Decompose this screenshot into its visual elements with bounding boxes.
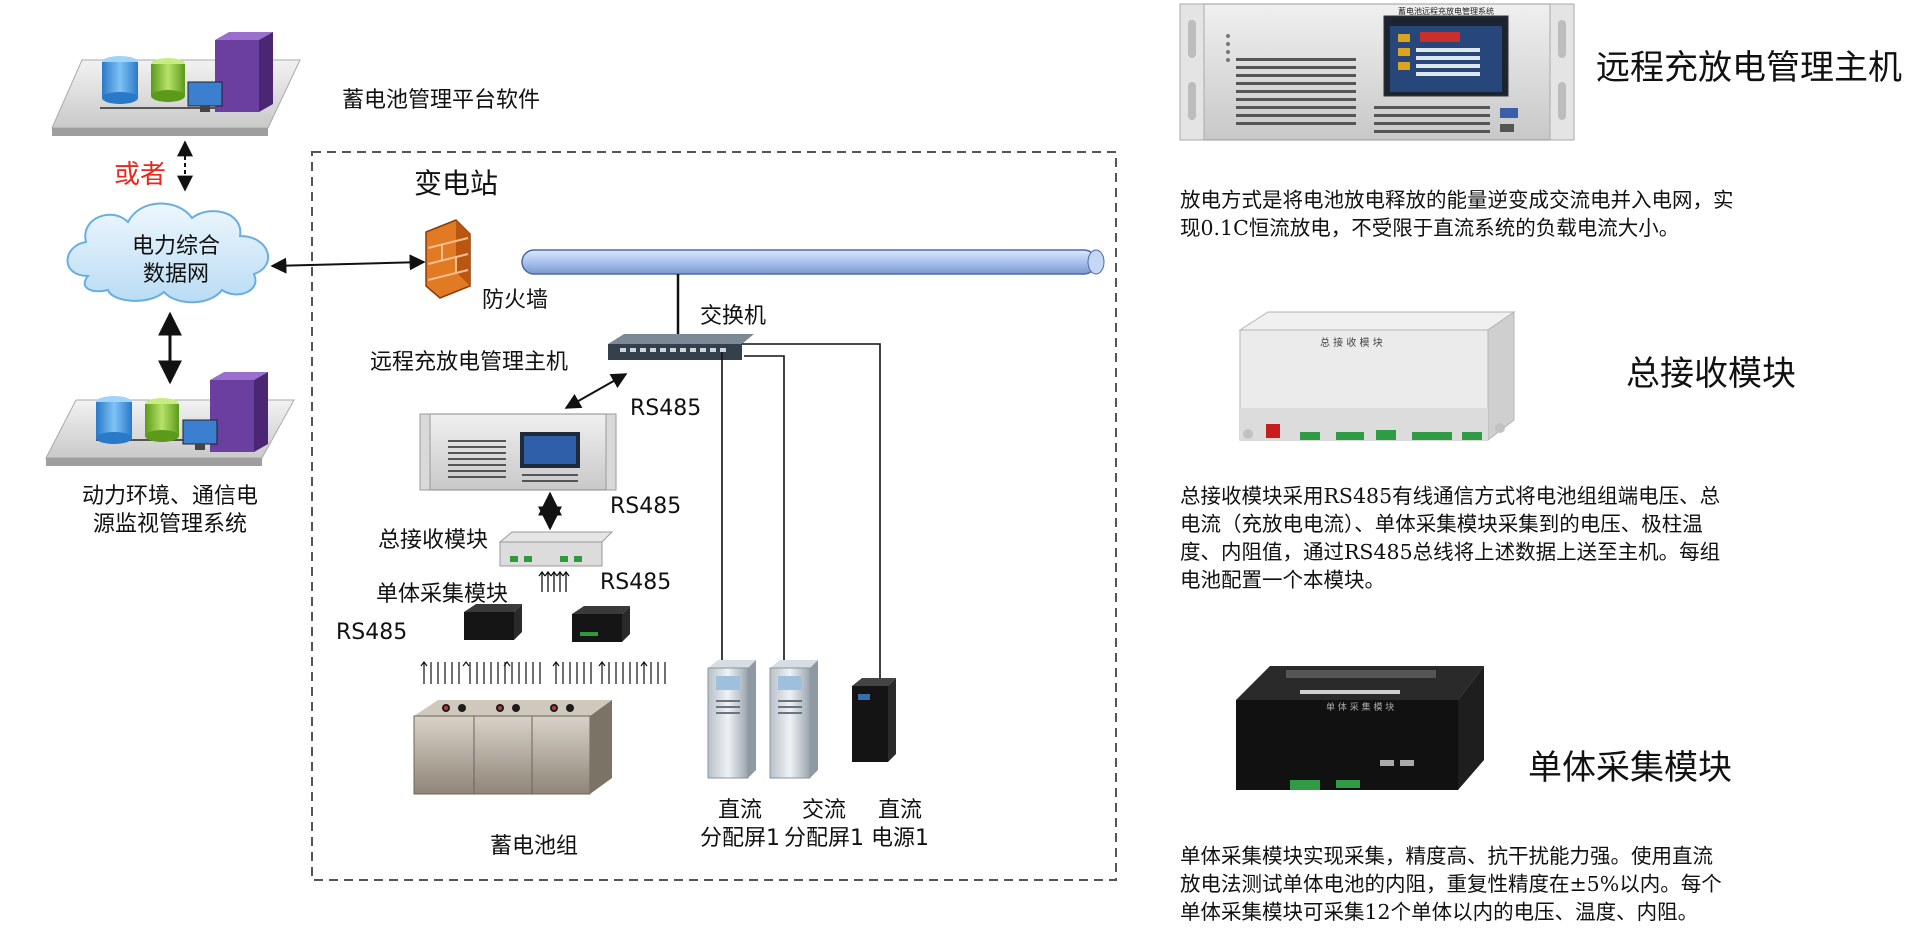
monitor-system-label-line1: 动力环境、通信电 [81, 484, 258, 509]
firewall-label: 防火墙 [482, 288, 549, 313]
receiver-wires [538, 570, 570, 592]
receiver-label: 总接收模块 [378, 528, 489, 553]
cloud-label-line2: 数据网 [142, 262, 209, 287]
host-photo [1179, 3, 1575, 141]
receiver-device-icon [498, 531, 614, 567]
host-label: 远程充放电管理主机 [370, 350, 569, 375]
collector-title: 单体采集模块 [1528, 748, 1732, 788]
cloud-firewall-arrow [270, 254, 426, 274]
collector-device-icon-2 [572, 606, 630, 642]
receiver-title: 总接收模块 [1626, 354, 1796, 394]
switch-icon [608, 334, 754, 360]
receiver-photo-label: 总 接 收 模 块 [1320, 338, 1383, 349]
substation-boundary [311, 151, 1117, 881]
collector-description: 单体采集模块实现采集，精度高、抗干扰能力强。使用直流 放电法测试单体电池的内阻，… [1180, 842, 1870, 926]
dc-power-label-line2: 电源1 [871, 826, 929, 851]
switch-label: 交换机 [700, 304, 767, 329]
rs485-host-receiver-label: RS485 [610, 494, 682, 519]
host-title: 远程充放电管理主机 [1596, 48, 1902, 88]
host-switch-arrow [564, 373, 628, 409]
receiver-desc-line: 总接收模块采用RS485有线通信方式将电池组组端电压、总 [1180, 484, 1721, 508]
collector-desc-line: 单体采集模块实现采集，精度高、抗干扰能力强。使用直流 [1180, 844, 1713, 868]
dc-screen-label-line2: 分配屏1 [700, 826, 780, 851]
monitor-system-label-line2: 源监视管理系统 [92, 512, 247, 537]
monitor-system-server-group-icon [45, 372, 295, 466]
battery-sense-wires [420, 661, 666, 684]
rs485-receiver-collector-label: RS485 [600, 570, 672, 595]
host-photo-screen-title: 蓄电池远程充放电管理系统 [1398, 7, 1494, 16]
collector-device-icon-1 [464, 604, 522, 640]
collector-desc-line: 放电法测试单体电池的内阻，重复性精度在±5%以内。每个 [1180, 872, 1722, 896]
switch-cabinet-lines [721, 343, 881, 678]
receiver-description: 总接收模块采用RS485有线通信方式将电池组组端电压、总 电流（充放电电流）、单… [1180, 482, 1870, 594]
dc-distribution-cabinet-icon [707, 660, 756, 779]
receiver-desc-line: 度、内阻值，通过RS485总线将上述数据上送至主机。每组 [1180, 540, 1721, 564]
platform-software-label: 蓄电池管理平台软件 [342, 88, 541, 113]
collector-photo-label: 单 体 采 集 模 块 [1326, 703, 1395, 713]
dc-screen-label-line1: 直流 [717, 798, 762, 823]
host-desc-line: 放电方式是将电池放电释放的能量逆变成交流电并入电网，实 [1180, 188, 1734, 212]
firewall-icon [425, 219, 471, 299]
battery-label: 蓄电池组 [490, 834, 579, 859]
cloud-icon [66, 202, 270, 304]
dc-power-label-line1: 直流 [877, 798, 922, 823]
or-label: 或者 [114, 160, 167, 190]
ac-distribution-cabinet-icon [769, 660, 818, 779]
battery-bank-icon [413, 700, 612, 795]
ac-screen-label-line2: 分配屏1 [784, 826, 864, 851]
receiver-photo [1238, 311, 1516, 442]
network-bus-pipe [521, 249, 1105, 275]
receiver-desc-line: 电池配置一个本模块。 [1180, 568, 1385, 592]
cloud-label-line1: 电力综合 [131, 234, 220, 259]
ac-screen-label-line1: 交流 [801, 798, 846, 823]
collector-desc-line: 单体采集模块可采集12个单体以内的电压、温度、内阻。 [1180, 900, 1699, 924]
host-desc-line: 现0.1C恒流放电，不受限于直流系统的负载电流大小。 [1180, 216, 1680, 240]
rs485-collector-label: RS485 [336, 620, 408, 645]
rs485-host-switch-label: RS485 [630, 396, 702, 421]
host-device-icon [419, 413, 617, 491]
collector-label: 单体采集模块 [376, 582, 509, 607]
receiver-desc-line: 电流（充放电电流）、单体采集模块采集到的电压、极柱温 [1180, 512, 1703, 536]
collector-photo [1226, 666, 1494, 800]
dc-power-supply-icon [852, 678, 896, 762]
substation-label: 变电站 [414, 167, 499, 200]
host-description: 放电方式是将电池放电释放的能量逆变成交流电并入电网，实 现0.1C恒流放电，不受… [1180, 186, 1870, 242]
platform-server-group-icon [51, 32, 301, 136]
